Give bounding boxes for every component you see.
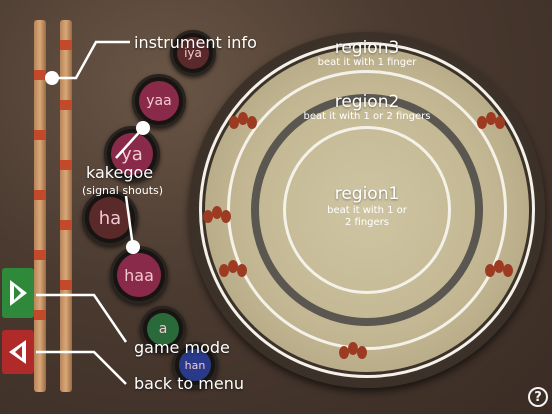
back-to-menu-label: back to menu: [134, 374, 244, 393]
region1-ring: [283, 126, 451, 294]
region1-title: region1: [334, 184, 400, 204]
tack: [203, 206, 231, 228]
kakegoe-button-han[interactable]: han: [172, 342, 218, 388]
kakegoe-label: yaa: [139, 81, 179, 121]
back-to-menu-button[interactable]: [2, 330, 34, 374]
tack: [485, 260, 513, 282]
kakegoe-label: kakegoe: [86, 163, 154, 182]
kakegoe-button-a[interactable]: a: [140, 306, 186, 352]
kakegoe-button-haa[interactable]: haa: [110, 246, 168, 304]
help-button[interactable]: ?: [528, 387, 548, 407]
right-stick[interactable]: [60, 20, 72, 392]
kakegoe-label: han: [179, 349, 211, 381]
kakegoe-button-iya[interactable]: iya: [170, 30, 216, 76]
region3-title: region3: [334, 38, 400, 58]
game-mode-button[interactable]: [2, 268, 34, 318]
tack: [229, 112, 257, 134]
region3-subtitle: beat it with 1 finger: [317, 57, 417, 68]
game-mode-label: game mode: [134, 338, 230, 357]
region2-subtitle: beat it with 1 or 2 fingers: [303, 111, 431, 122]
back-arrow-icon: [9, 340, 26, 364]
left-stick[interactable]: [34, 20, 46, 392]
tack: [477, 112, 505, 134]
play-arrow-icon: [10, 280, 27, 306]
kakegoe-marker: [136, 121, 150, 135]
kakegoe-marker: [126, 240, 140, 254]
region2-title: region2: [334, 92, 400, 112]
kakegoe-label: ha: [89, 197, 131, 239]
kakegoe-sub-label: (signal shouts): [82, 184, 164, 197]
region1-subtitle-1: beat it with 1 or: [327, 205, 407, 216]
instrument-info-label: instrument info: [134, 33, 257, 52]
tack: [339, 342, 367, 364]
kakegoe-label: haa: [117, 253, 161, 297]
drum[interactable]: region3 beat it with 1 finger region2 be…: [189, 32, 545, 388]
instrument-info-marker: [45, 71, 59, 85]
kakegoe-label: iya: [177, 37, 209, 69]
drum-outer-ring: [199, 42, 535, 378]
tack: [219, 260, 247, 282]
kakegoe-button-yaa[interactable]: yaa: [132, 74, 186, 128]
region2-ring: [251, 94, 483, 326]
kakegoe-label: a: [147, 313, 179, 345]
region1-subtitle-2: 2 fingers: [345, 217, 389, 228]
